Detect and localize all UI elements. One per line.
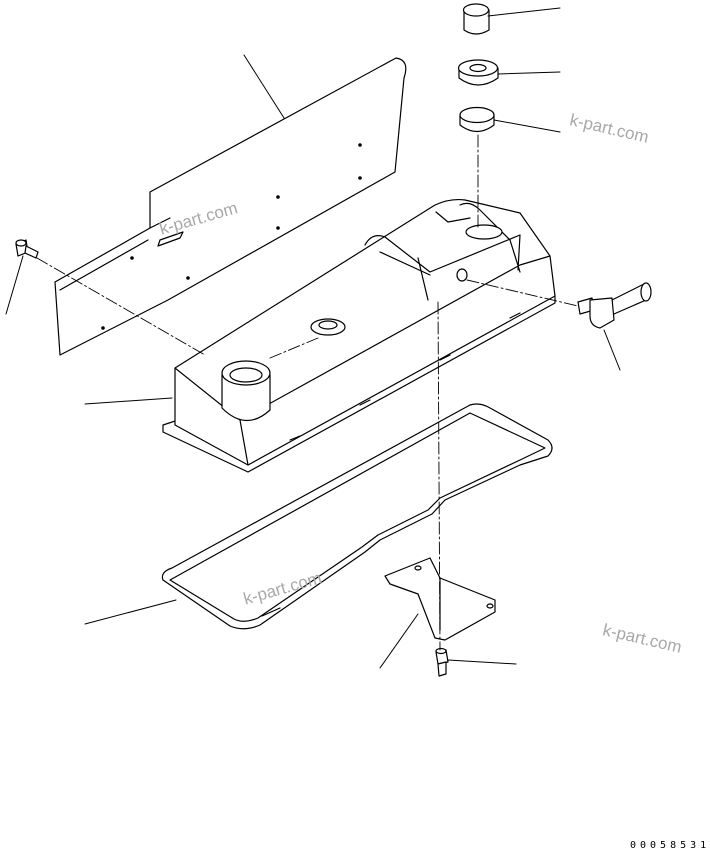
rocker-cover-icon bbox=[162, 198, 556, 473]
assembly-center-lines bbox=[36, 134, 579, 651]
cap-plug-icon bbox=[462, 3, 490, 35]
grommet-lower-icon bbox=[459, 106, 495, 133]
elbow-connector-icon bbox=[577, 282, 652, 329]
drawing-number: 00058531 bbox=[630, 840, 710, 851]
bolt-left-icon bbox=[15, 239, 39, 259]
leader-lines bbox=[5, 7, 621, 669]
cover-gasket-icon bbox=[161, 403, 553, 630]
bolt-bottom-icon bbox=[435, 647, 449, 677]
insulator-plate-icon bbox=[54, 57, 407, 356]
grommet-upper-icon bbox=[457, 59, 499, 86]
